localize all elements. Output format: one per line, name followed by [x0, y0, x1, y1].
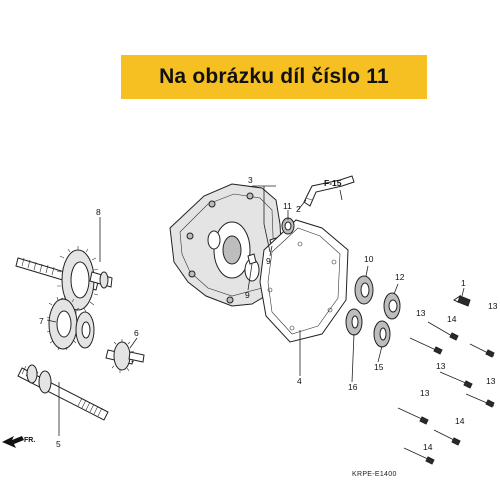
part-10-bearing [354, 275, 374, 305]
direction-label: FR. [24, 437, 35, 444]
part-4-gasket [259, 219, 349, 343]
part-1-clip [453, 294, 471, 307]
front-direction-arrow: FR. [2, 436, 35, 448]
callout-1: 1 [461, 278, 466, 288]
transmission-case [169, 183, 283, 307]
callout-9-right: 9 [266, 256, 271, 266]
part-16-bearing [345, 308, 363, 336]
callout-12: 12 [395, 272, 405, 282]
callout-16: 16 [348, 382, 358, 392]
callout-5: 5 [56, 439, 61, 449]
callout-14-b: 14 [455, 416, 465, 426]
callout-15: 15 [374, 362, 384, 372]
part-15-bearing [373, 320, 391, 348]
ref-label-f15: F-15 [324, 178, 342, 188]
ref-leader [339, 189, 343, 201]
callout-13-a: 13 [416, 308, 426, 318]
callout-8: 8 [96, 207, 101, 217]
callout-14-a: 14 [447, 314, 457, 324]
part-6-pinion [105, 339, 145, 373]
callout-10: 10 [364, 254, 374, 264]
callout-13-e: 13 [420, 388, 430, 398]
callout-6: 6 [134, 328, 139, 338]
part-12-seal [383, 292, 401, 320]
callout-13-d: 13 [486, 376, 496, 386]
callout-13-b: 13 [488, 301, 498, 311]
part-7-gear [46, 296, 95, 351]
callout-9-left: 9 [245, 290, 250, 300]
callout-2: 2 [296, 204, 301, 214]
callout-14-c: 14 [423, 442, 433, 452]
part-5-shaft [17, 364, 109, 421]
part-8-shaft-gear [15, 246, 113, 314]
banner-title: Na obrázku díl číslo 11 [159, 65, 389, 88]
callout-3: 3 [248, 175, 253, 185]
callout-11: 11 [283, 201, 292, 211]
bolts-13-14 [397, 321, 495, 465]
callout-13-c: 13 [436, 361, 446, 371]
diagram-code: KRPE-E1400 [352, 471, 397, 478]
callout-7: 7 [39, 316, 44, 326]
leader-lines [46, 185, 465, 436]
part-11-oil-seal [281, 217, 295, 235]
callout-4: 4 [297, 376, 302, 386]
title-banner: Na obrázku díl číslo 11 [121, 55, 427, 99]
part-2-hose [303, 175, 355, 207]
